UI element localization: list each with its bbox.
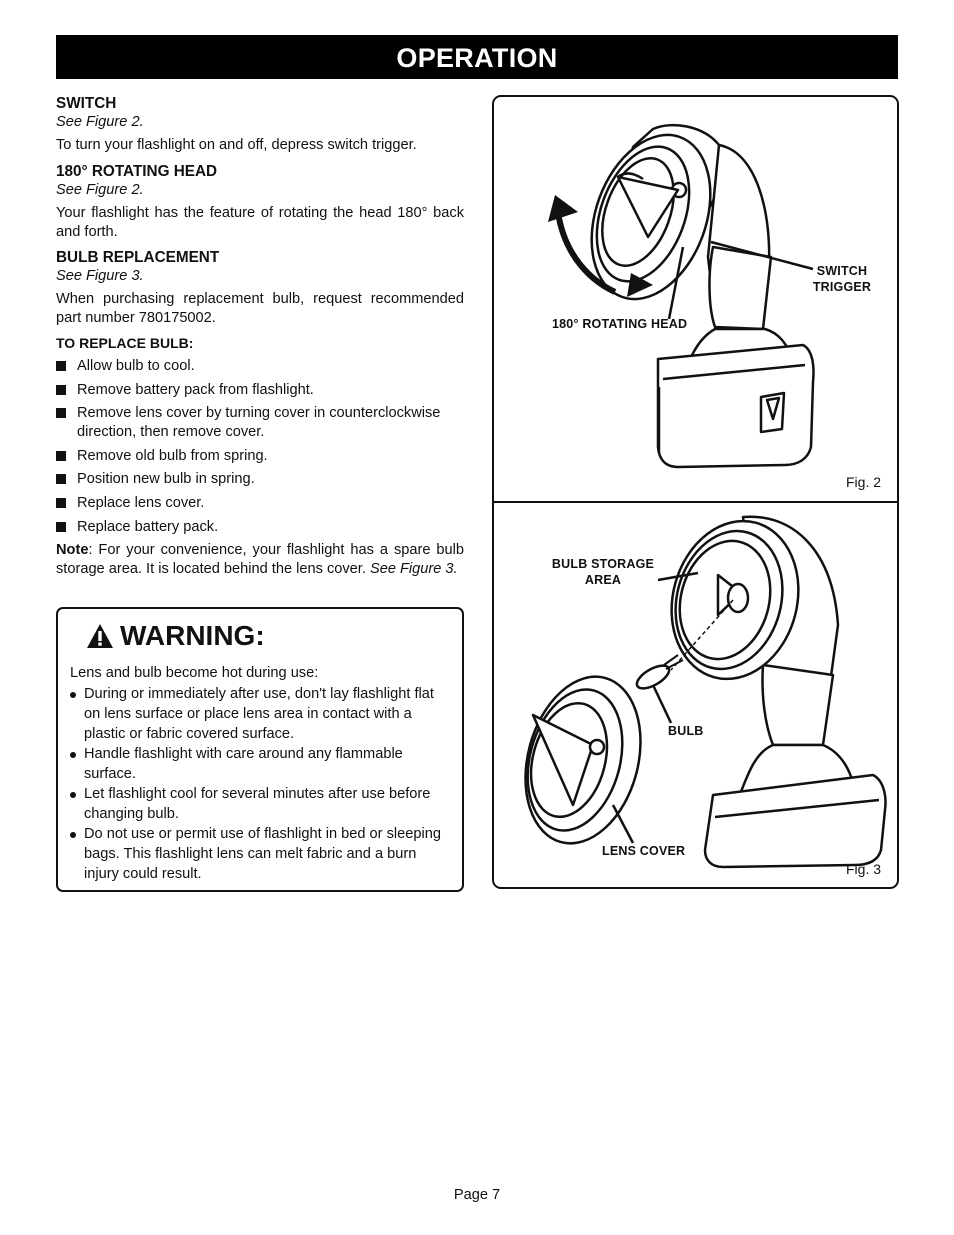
- square-bullet-icon: [56, 384, 66, 395]
- bulb-replacement-heading: BULB REPLACEMENT: [56, 249, 220, 266]
- warning-list: During or immediately after use, don't l…: [70, 684, 454, 884]
- note-label: Note: [56, 542, 89, 559]
- square-bullet-icon: [56, 474, 66, 485]
- warning-header: WARNING:: [86, 621, 265, 651]
- page-number: Page 7: [453, 1187, 501, 1203]
- bullet-dot-icon: [70, 752, 76, 758]
- warning-title: WARNING:: [120, 620, 265, 651]
- list-item: During or immediately after use, don't l…: [70, 684, 454, 744]
- bulb-steps-list: Allow bulb to cool. Remove battery pack …: [56, 357, 464, 537]
- square-bullet-icon: [56, 408, 66, 419]
- list-item: Allow bulb to cool.: [56, 357, 464, 376]
- list-item: Replace battery pack.: [56, 518, 464, 537]
- switch-heading: SWITCH: [56, 95, 117, 112]
- bulb-label: BULB: [668, 724, 704, 738]
- list-item: Remove battery pack from flashlight.: [56, 381, 464, 400]
- figure-2-caption: Fig. 2: [846, 474, 882, 490]
- figure-divider: [492, 501, 897, 503]
- figures-frame: [492, 95, 899, 889]
- square-bullet-icon: [56, 497, 66, 508]
- bulb-replacement-illustration: [524, 515, 887, 869]
- bulb-storage-area-label: BULB STORAGE AREA: [551, 557, 655, 587]
- note-text: : For your convenience, your flashlight …: [56, 542, 464, 578]
- note-paragraph: Note: For your convenience, your flashli…: [56, 541, 464, 579]
- list-item: Remove old bulb from spring.: [56, 447, 464, 466]
- warning-intro: Lens and bulb become hot during use:: [70, 665, 319, 681]
- list-item: Replace lens cover.: [56, 494, 464, 513]
- bullet-dot-icon: [70, 692, 76, 698]
- bullet-dot-icon: [70, 792, 76, 798]
- to-replace-bulb-subheading: TO REPLACE BULB:: [56, 335, 194, 351]
- warning-triangle-icon: [86, 623, 114, 649]
- bullet-dot-icon: [70, 832, 76, 838]
- page-title: OPERATION: [56, 35, 898, 79]
- list-item: Remove lens cover by turning cover in co…: [56, 404, 464, 442]
- switch-see-figure: See Figure 2.: [56, 114, 144, 130]
- rotating-head-see-figure: See Figure 2.: [56, 182, 144, 198]
- square-bullet-icon: [56, 450, 66, 461]
- list-item: Let flashlight cool for several minutes …: [70, 784, 454, 824]
- rotating-head-text: Your flashlight has the feature of rotat…: [56, 205, 464, 240]
- bulb-replacement-see-figure: See Figure 3.: [56, 268, 144, 284]
- square-bullet-icon: [56, 361, 66, 371]
- figure-3-caption: Fig. 3: [846, 861, 882, 877]
- square-bullet-icon: [56, 521, 66, 532]
- lens-cover-label: LENS COVER: [602, 844, 686, 858]
- flashlight-rotating-head-illustration: [548, 123, 815, 469]
- list-item: Position new bulb in spring.: [56, 470, 464, 489]
- warning-box: WARNING: Lens and bulb become hot during…: [56, 607, 464, 892]
- bulb-replacement-text: When purchasing replacement bulb, reques…: [56, 291, 464, 326]
- list-item: Handle flashlight with care around any f…: [70, 744, 454, 784]
- switch-trigger-label: SWITCH TRIGGER: [812, 264, 872, 294]
- rotating-head-label: 180° ROTATING HEAD: [552, 317, 688, 331]
- list-item: Do not use or permit use of flashlight i…: [70, 824, 454, 884]
- note-see-figure: See Figure 3.: [369, 561, 458, 578]
- rotating-head-heading: 180° ROTATING HEAD: [56, 163, 218, 180]
- instructions-column: SWITCH See Figure 2. To turn your flashl…: [56, 94, 464, 579]
- switch-text: To turn your flashlight on and off, depr…: [56, 137, 417, 153]
